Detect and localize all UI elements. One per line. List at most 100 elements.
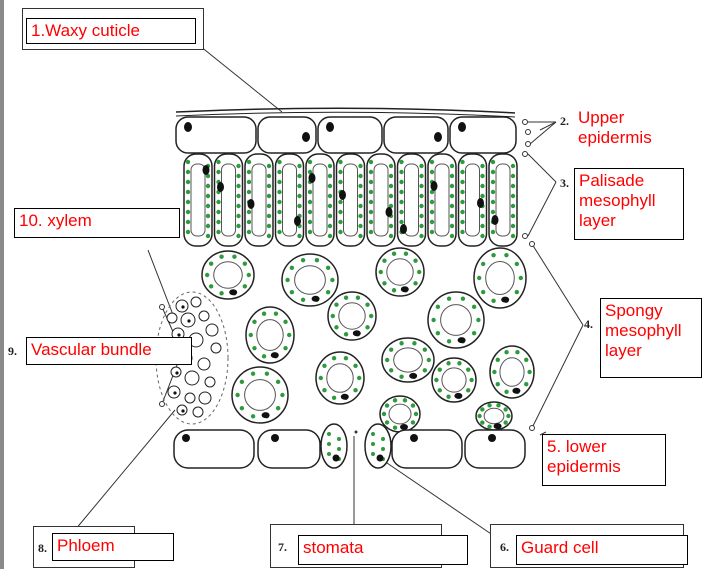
- chloroplast: [392, 252, 396, 256]
- chloroplast: [511, 234, 515, 238]
- chloroplast: [457, 361, 461, 365]
- chloroplast: [326, 290, 330, 294]
- nucleus: [339, 190, 346, 200]
- chloroplast: [480, 407, 484, 411]
- epidermis-cell: [450, 117, 516, 153]
- chloroplast: [280, 393, 284, 397]
- spongy-cell: [246, 307, 294, 363]
- nucleus: [184, 122, 192, 132]
- chloroplast: [480, 224, 484, 228]
- chloroplast: [236, 204, 240, 208]
- chloroplast: [460, 210, 464, 214]
- label-phloem: Phloem: [52, 533, 174, 561]
- chloroplast: [480, 194, 484, 198]
- chloroplast: [389, 347, 393, 351]
- chloroplast: [328, 164, 332, 168]
- chloroplast: [460, 170, 464, 174]
- chloroplast: [438, 367, 442, 371]
- chloroplast: [267, 194, 271, 198]
- chloroplast: [186, 200, 190, 204]
- chloroplast: [251, 371, 255, 375]
- chloroplast: [472, 305, 476, 309]
- chloroplast: [236, 174, 240, 178]
- chloroplast: [247, 160, 251, 164]
- chloroplast: [419, 234, 423, 238]
- chloroplast: [369, 170, 373, 174]
- chloroplast: [379, 270, 383, 274]
- nucleus: [173, 391, 176, 394]
- chloroplast: [297, 194, 301, 198]
- chloroplast: [247, 190, 251, 194]
- chloroplast: [389, 184, 393, 188]
- chloroplast: [328, 234, 332, 238]
- chloroplast: [235, 393, 239, 397]
- chloroplast: [209, 284, 213, 288]
- stoma-opening: [355, 431, 358, 434]
- chloroplast: [344, 356, 348, 360]
- chloroplast: [206, 214, 210, 218]
- chloroplast: [371, 452, 375, 456]
- chloroplast: [216, 200, 220, 204]
- nucleus: [401, 286, 409, 292]
- label-palisade-mesophyll: Palisade mesophyll layer: [574, 168, 684, 240]
- chloroplast: [219, 291, 223, 295]
- chloroplast: [308, 220, 312, 224]
- nucleus: [182, 434, 190, 442]
- chloroplast: [232, 255, 236, 259]
- vascular-cell: [191, 297, 201, 307]
- nucleus: [386, 207, 393, 217]
- chloroplast: [430, 220, 434, 224]
- lower-epidermis-cells: [174, 424, 525, 468]
- chloroplast: [515, 290, 519, 294]
- chloroplast: [446, 395, 450, 399]
- chloroplast: [277, 160, 281, 164]
- label-lower-epidermis: 5. lower epidermis: [542, 434, 666, 486]
- chloroplast: [209, 262, 213, 266]
- chloroplast: [338, 220, 342, 224]
- guard-cell: [365, 424, 391, 468]
- nucleus: [377, 455, 384, 462]
- chloroplast: [252, 320, 256, 324]
- chloroplast: [277, 210, 281, 214]
- chloroplast: [393, 425, 397, 429]
- chloroplast: [338, 200, 342, 204]
- chloroplast: [436, 331, 440, 335]
- chloroplast: [480, 234, 484, 238]
- chloroplast: [414, 412, 418, 416]
- chloroplast: [491, 160, 495, 164]
- chloroplast: [481, 290, 485, 294]
- chloroplast: [267, 164, 271, 168]
- chloroplast: [344, 296, 348, 300]
- nucleus: [492, 215, 499, 225]
- chloroplast: [460, 220, 464, 224]
- nucleus: [431, 181, 438, 191]
- chloroplast: [276, 406, 280, 410]
- chloroplast: [267, 184, 271, 188]
- chloroplast: [265, 371, 269, 375]
- chloroplast: [308, 230, 312, 234]
- chloroplast: [236, 214, 240, 218]
- chloroplast: [240, 406, 244, 410]
- chloroplast: [399, 180, 403, 184]
- chloroplast: [186, 210, 190, 214]
- chloroplast: [236, 194, 240, 198]
- chloroplast: [186, 230, 190, 234]
- nucleus: [262, 412, 270, 418]
- chloroplast: [206, 184, 210, 188]
- chloroplast: [301, 258, 305, 262]
- chloroplast: [466, 388, 470, 392]
- chloroplast: [186, 180, 190, 184]
- chloroplast: [382, 281, 386, 285]
- nucleus: [203, 165, 210, 175]
- chloroplast: [430, 170, 434, 174]
- chloroplast: [328, 224, 332, 228]
- chloroplast: [419, 194, 423, 198]
- chloroplast: [322, 388, 326, 392]
- number-2: 2.: [560, 114, 569, 129]
- label-waxy-cuticle-text: 1.Waxy cuticle: [31, 21, 140, 40]
- chloroplast: [205, 273, 209, 277]
- chloroplast: [319, 376, 323, 380]
- chloroplast: [328, 204, 332, 208]
- chloroplast: [330, 278, 334, 282]
- chloroplast: [480, 214, 484, 218]
